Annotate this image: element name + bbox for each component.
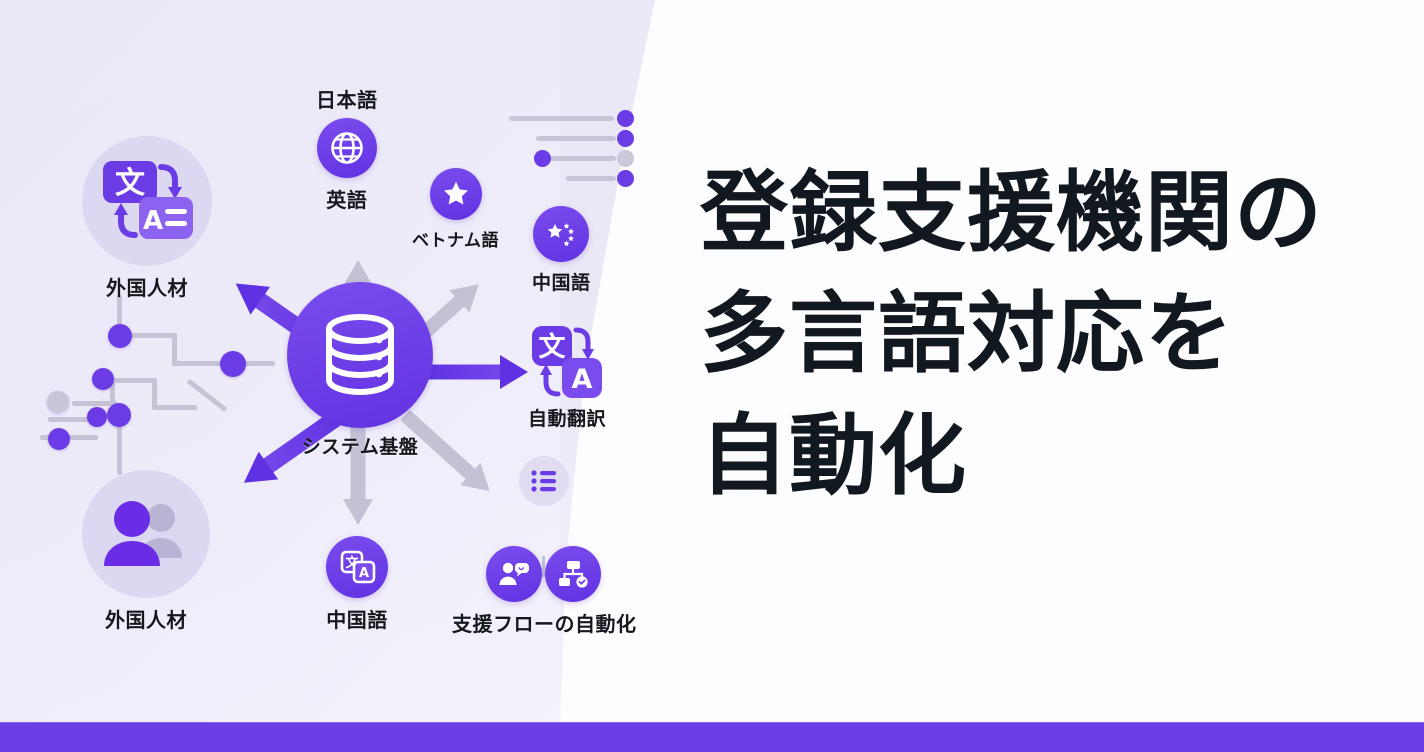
circuit-decoration — [30, 295, 275, 485]
node-label: ベトナム語 — [412, 231, 499, 250]
node-japanese[interactable]: 日本語 英語 — [316, 84, 378, 213]
node-foreign-talent-top[interactable]: 文 A 外国人材 — [82, 136, 212, 301]
node-chinese-flag[interactable]: 中国語 — [532, 206, 591, 295]
svg-text:A: A — [572, 364, 593, 395]
svg-text:文: 文 — [115, 166, 145, 201]
svg-text:A: A — [143, 206, 163, 236]
translate-icon: 文 A — [524, 322, 610, 402]
slider-dot — [617, 130, 634, 147]
node-label: 中国語 — [532, 273, 591, 294]
node-label: 外国人材 — [106, 278, 188, 300]
node-label-top: 日本語 — [316, 90, 378, 112]
slider-decoration — [509, 108, 642, 190]
translate-circle-icon: 文 A — [326, 536, 388, 598]
headline: 登録支援機関の 多言語対応を 自動化 — [700, 152, 1400, 516]
headline-line-1: 登録支援機関の — [700, 163, 1324, 262]
node-system-foundation[interactable]: システム基盤 — [287, 282, 433, 459]
china-flag-icon — [533, 206, 590, 262]
arrow-to-auto-translate — [420, 355, 530, 389]
node-label: 自動翻訳 — [527, 409, 606, 430]
star-icon — [429, 168, 482, 220]
list-icon — [519, 456, 570, 506]
workflow-check-icon — [545, 546, 602, 602]
slider-dot — [534, 150, 551, 167]
node-label: 英語 — [326, 190, 368, 212]
translate-card-icon: 文 A — [82, 136, 212, 266]
headline-line-2: 多言語対応を — [700, 284, 1235, 384]
bottom-accent-bar — [0, 722, 1424, 752]
slider-dot — [617, 150, 634, 167]
headline-line-3: 自動化 — [700, 405, 968, 505]
node-chinese[interactable]: 文 A 中国語 — [326, 536, 388, 633]
svg-text:文: 文 — [539, 331, 567, 363]
slider-dot — [617, 110, 634, 127]
node-auto-translate[interactable]: 文 A 自動翻訳 — [524, 322, 610, 431]
background-lavender-inner — [0, 0, 560, 723]
node-support-flow[interactable]: 支援フローの自動化 — [452, 456, 637, 637]
node-label: システム基盤 — [301, 437, 419, 458]
people-icon — [82, 470, 210, 598]
node-label: 外国人材 — [105, 610, 187, 632]
node-label: 中国語 — [326, 610, 388, 632]
database-icon — [287, 282, 433, 428]
svg-text:A: A — [359, 566, 369, 581]
node-vietnamese[interactable]: ベトナム語 — [412, 168, 499, 251]
slider-dot — [617, 170, 634, 187]
node-foreign-talent-bottom[interactable]: 外国人材 — [82, 470, 210, 633]
globe-icon — [316, 118, 377, 178]
person-chat-icon — [486, 546, 543, 602]
node-label: 支援フローの自動化 — [452, 614, 637, 636]
